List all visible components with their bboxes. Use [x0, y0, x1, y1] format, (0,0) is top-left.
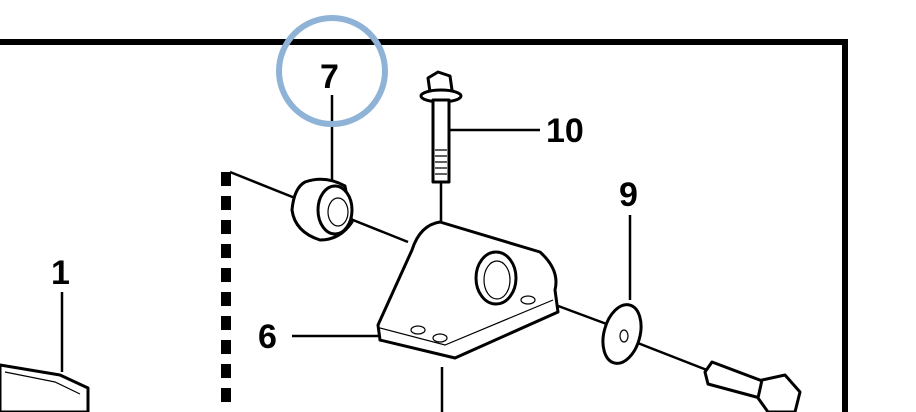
part-1: [0, 363, 90, 412]
part-10-bolt: [419, 70, 463, 184]
callout-9: 9: [619, 176, 638, 214]
callout-6: 6: [258, 318, 277, 356]
highlight-circle: [276, 15, 388, 127]
callout-10: 10: [546, 112, 584, 150]
callout-1: 1: [51, 254, 70, 292]
part-6-bracket: [376, 220, 560, 360]
part-9-washer: [601, 303, 643, 365]
part-bolt-lower: [703, 360, 802, 412]
diagram-frame: [0, 39, 848, 412]
callout-7: 7: [320, 58, 339, 96]
part-7-bushing: [290, 177, 354, 242]
axis-line: [229, 170, 301, 202]
axis-line: [629, 338, 713, 374]
